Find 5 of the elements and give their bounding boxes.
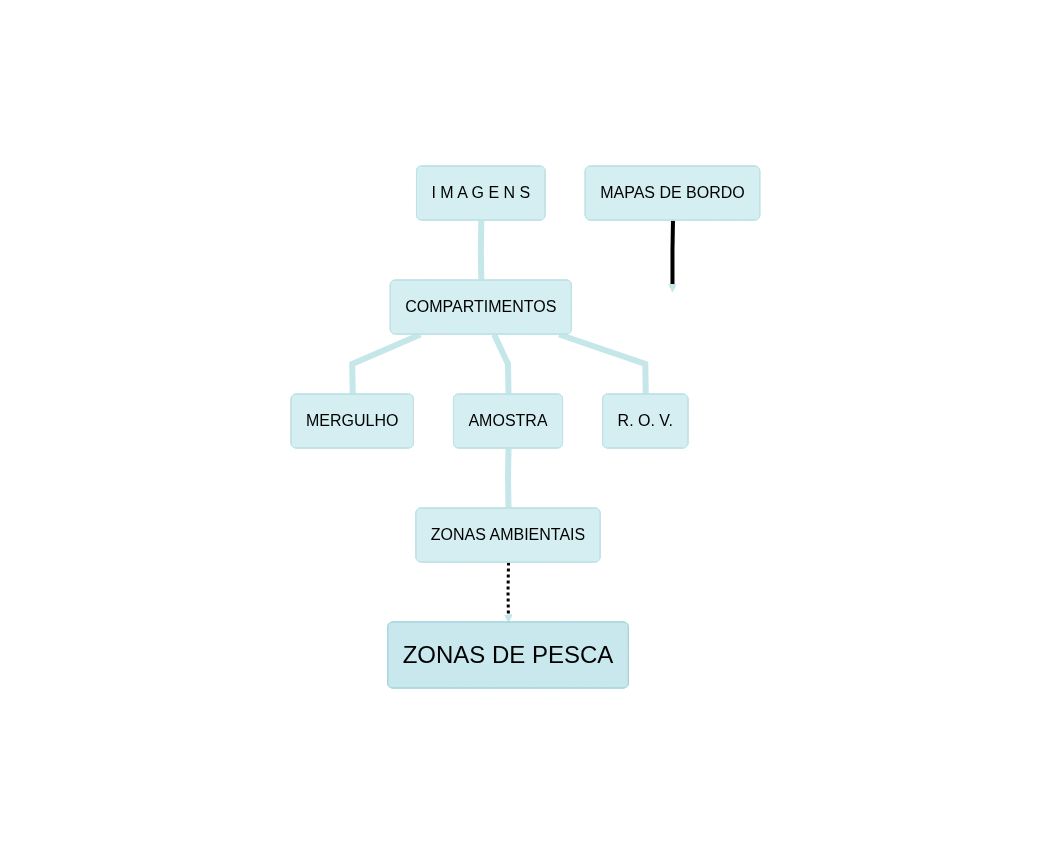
connector — [505, 448, 512, 509]
connector — [491, 333, 512, 395]
arrow — [504, 562, 513, 623]
arrow — [668, 220, 677, 293]
connector — [477, 220, 485, 281]
